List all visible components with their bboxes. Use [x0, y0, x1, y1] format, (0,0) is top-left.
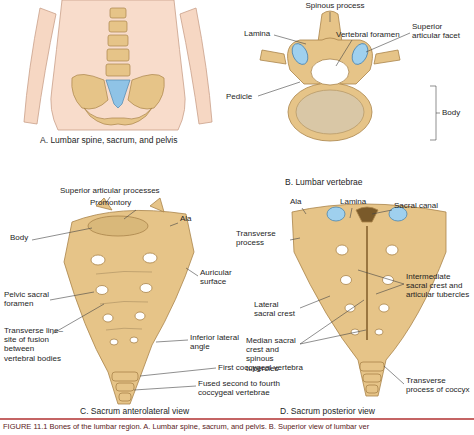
part-label: Lateral sacral crest — [254, 300, 300, 318]
panel-caption: B. Lumbar vertebrae — [285, 178, 405, 188]
part-label: Sacral canal — [394, 201, 454, 210]
part-label: Transverse line–site of fusion between v… — [4, 326, 64, 363]
panel-caption: C. Sacrum anterolateral view — [80, 407, 230, 417]
part-label: Ala — [290, 197, 310, 206]
part-label: Lamina — [244, 29, 276, 38]
part-label: Body — [442, 108, 470, 117]
sacrum-posterior — [292, 204, 446, 396]
part-label: Median sacral crest and spinous tubercle… — [246, 336, 302, 373]
part-label: Ala — [180, 214, 204, 223]
part-label: Superior articular processes — [60, 186, 180, 195]
part-label: Pedicle — [226, 92, 260, 101]
part-label: Pelvic sacral foramen — [4, 290, 52, 308]
part-label: Fused second to fourth coccygeal vertebr… — [198, 379, 308, 397]
part-label: Intermediate sacral crest and articular … — [406, 272, 472, 300]
part-label: Lamina — [340, 197, 374, 206]
leader-lines — [290, 208, 404, 384]
panel-caption: A. Lumbar spine, sacrum, and pelvis — [40, 136, 220, 146]
caption-rule — [0, 418, 474, 420]
panel-caption: D. Sacrum posterior view — [280, 407, 420, 417]
part-label: Spinous process — [300, 1, 370, 10]
sacrum-anterior — [64, 198, 194, 404]
part-label: Body — [10, 233, 34, 242]
part-label: Transverse process — [236, 229, 288, 247]
part-label: Auricular surface — [200, 268, 250, 286]
part-label: Promontory — [90, 198, 150, 207]
figure-caption: FIGURE 11.1 Bones of the lumbar region. … — [3, 423, 369, 431]
part-label: Transverse process of coccyx — [406, 376, 472, 394]
torso-figure — [24, 0, 212, 130]
part-label: Inferior lateral angle — [190, 333, 240, 351]
part-label: Superior articular facet — [412, 22, 472, 40]
